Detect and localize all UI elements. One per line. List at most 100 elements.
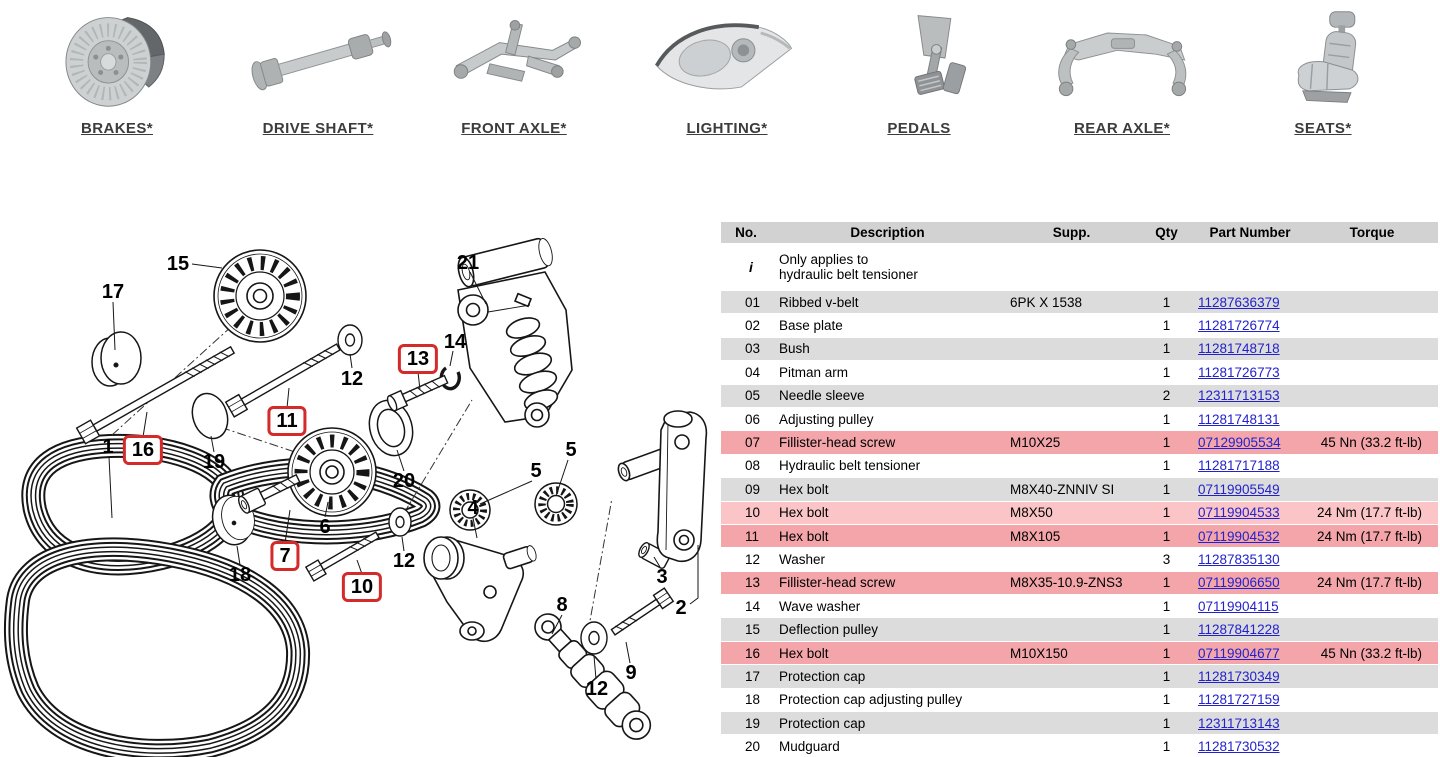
cell-description: Protection cap [779, 668, 866, 684]
part-number-link[interactable]: 11281730532 [1198, 739, 1280, 755]
cell-part-number: 11281730532 [1194, 739, 1306, 754]
cell-torque: 24 Nm (17.7 ft-lb) [1316, 505, 1422, 521]
cell-qty: 1 [1162, 364, 1171, 380]
hex-bolt-10 [304, 531, 380, 582]
cell-no: 08 [745, 458, 761, 474]
header-description: Description [850, 225, 925, 240]
cell-no: 05 [745, 388, 761, 404]
part-number-link[interactable]: 11281727159 [1198, 692, 1280, 708]
part-number-link[interactable]: 07119904677 [1198, 645, 1280, 661]
cell-no: 01 [745, 294, 761, 310]
cell-part-number: 12311713153 [1194, 388, 1306, 403]
part-number-link[interactable]: 07119904532 [1198, 528, 1280, 544]
cell-part-number: 07119904532 [1194, 529, 1306, 544]
pedals-thumbnail[interactable] [834, 6, 1004, 112]
protection-cap-17 [91, 331, 142, 387]
part-number-link[interactable]: 11281730349 [1198, 668, 1280, 684]
cell-no: 13 [745, 575, 761, 591]
cell-part-number: 07119904533 [1194, 505, 1306, 520]
cell-description: Hydraulic belt tensioner [779, 458, 921, 474]
part-number-link[interactable]: 11281748718 [1198, 341, 1280, 357]
cell-description: Washer [779, 551, 826, 567]
protection-cap-19 [191, 392, 229, 440]
part-number-link[interactable]: 12311713143 [1198, 715, 1280, 731]
cell-torque: 45 Nn (33.2 ft-lb) [1320, 645, 1422, 661]
diagram-callout: 8 [556, 594, 568, 616]
part-number-link[interactable]: 07119905549 [1198, 481, 1280, 497]
nav-item-drive-shaft: DRIVE SHAFT* [223, 6, 413, 138]
adjusting-pulley-6 [287, 427, 377, 517]
seats-thumbnail[interactable] [1238, 6, 1408, 112]
cell-qty: 1 [1162, 692, 1171, 708]
cell-description: Wave washer [779, 598, 861, 614]
part-number-link[interactable]: 11281726774 [1198, 318, 1280, 334]
diagram-callout: 12 [340, 368, 364, 390]
part-number-link[interactable]: 12311713153 [1198, 388, 1280, 404]
part-number-link[interactable]: 07119906650 [1198, 575, 1280, 591]
cell-description: Deflection pulley [779, 622, 879, 638]
cell-no: 16 [745, 645, 761, 661]
cell-part-number: 07119906650 [1194, 575, 1306, 590]
cell-qty: 1 [1162, 505, 1171, 521]
front-axle-thumbnail[interactable] [429, 6, 599, 112]
nav-link-brakes[interactable]: BRAKES* [81, 120, 153, 137]
nav-link-lighting[interactable]: LIGHTING* [686, 120, 768, 137]
cell-supp: 6PK X 1538 [1010, 294, 1083, 310]
cell-no: 06 [745, 411, 761, 427]
hex-bolt-9 [610, 587, 675, 636]
cell-no: 03 [745, 341, 761, 357]
rear-axle-thumbnail[interactable] [1037, 6, 1207, 112]
washer-12-mid [388, 507, 412, 537]
cell-qty: 1 [1162, 341, 1171, 357]
drive-shaft-thumbnail[interactable] [233, 6, 403, 112]
cell-no: 12 [745, 551, 761, 567]
part-number-link[interactable]: 11281717188 [1198, 458, 1280, 474]
cell-qty: 1 [1162, 598, 1171, 614]
cell-no: 02 [745, 318, 761, 334]
cell-supp: M8X50 [1010, 505, 1053, 521]
part-number-link[interactable]: 11287841228 [1198, 622, 1280, 638]
part-number-link[interactable]: 11287636379 [1198, 294, 1280, 310]
cell-description: Protection cap adjusting pulley [779, 692, 963, 708]
cell-qty: 1 [1162, 458, 1171, 474]
cell-qty: 1 [1162, 575, 1171, 591]
diagram-callout-boxed: 7 [270, 541, 300, 571]
belt-tensioner-line-art [0, 237, 708, 757]
deflection-pulley-15 [213, 249, 307, 343]
lighting-thumbnail[interactable] [642, 6, 812, 112]
cell-qty: 1 [1162, 668, 1171, 684]
nav-link-seats[interactable]: SEATS* [1294, 120, 1352, 137]
cell-description: Protection cap [779, 715, 866, 731]
cell-no: 07 [745, 435, 761, 451]
cell-part-number: 11281748131 [1194, 412, 1306, 427]
nav-link-pedals[interactable]: PEDALS [887, 120, 951, 137]
nav-link-rear-axle[interactable]: REAR AXLE* [1074, 120, 1170, 137]
nav-link-drive-shaft[interactable]: DRIVE SHAFT* [262, 120, 374, 137]
part-number-link[interactable]: 11281748131 [1198, 411, 1280, 427]
cell-part-number: 07129905534 [1194, 435, 1306, 450]
part-number-link[interactable]: 07119904533 [1198, 505, 1280, 521]
part-number-link[interactable]: 07129905534 [1198, 435, 1281, 451]
needle-sleeve-5b [534, 482, 578, 526]
nav-link-front-axle[interactable]: FRONT AXLE* [461, 120, 567, 137]
nav-item-brakes: BRAKES* [22, 6, 212, 138]
diagram-callout-boxed: 16 [122, 435, 164, 465]
part-number-link[interactable]: 11287835130 [1198, 551, 1280, 567]
cell-qty: 1 [1162, 435, 1171, 451]
cell-description: Ribbed v-belt [779, 294, 859, 310]
part-number-link[interactable]: 07119904115 [1198, 598, 1279, 614]
cell-part-number: 07119904115 [1194, 599, 1306, 614]
part-number-link[interactable]: 11281726773 [1198, 364, 1280, 380]
cell-qty: 1 [1162, 645, 1171, 661]
brakes-thumbnail[interactable] [32, 6, 202, 112]
cell-description: Needle sleeve [779, 388, 865, 404]
